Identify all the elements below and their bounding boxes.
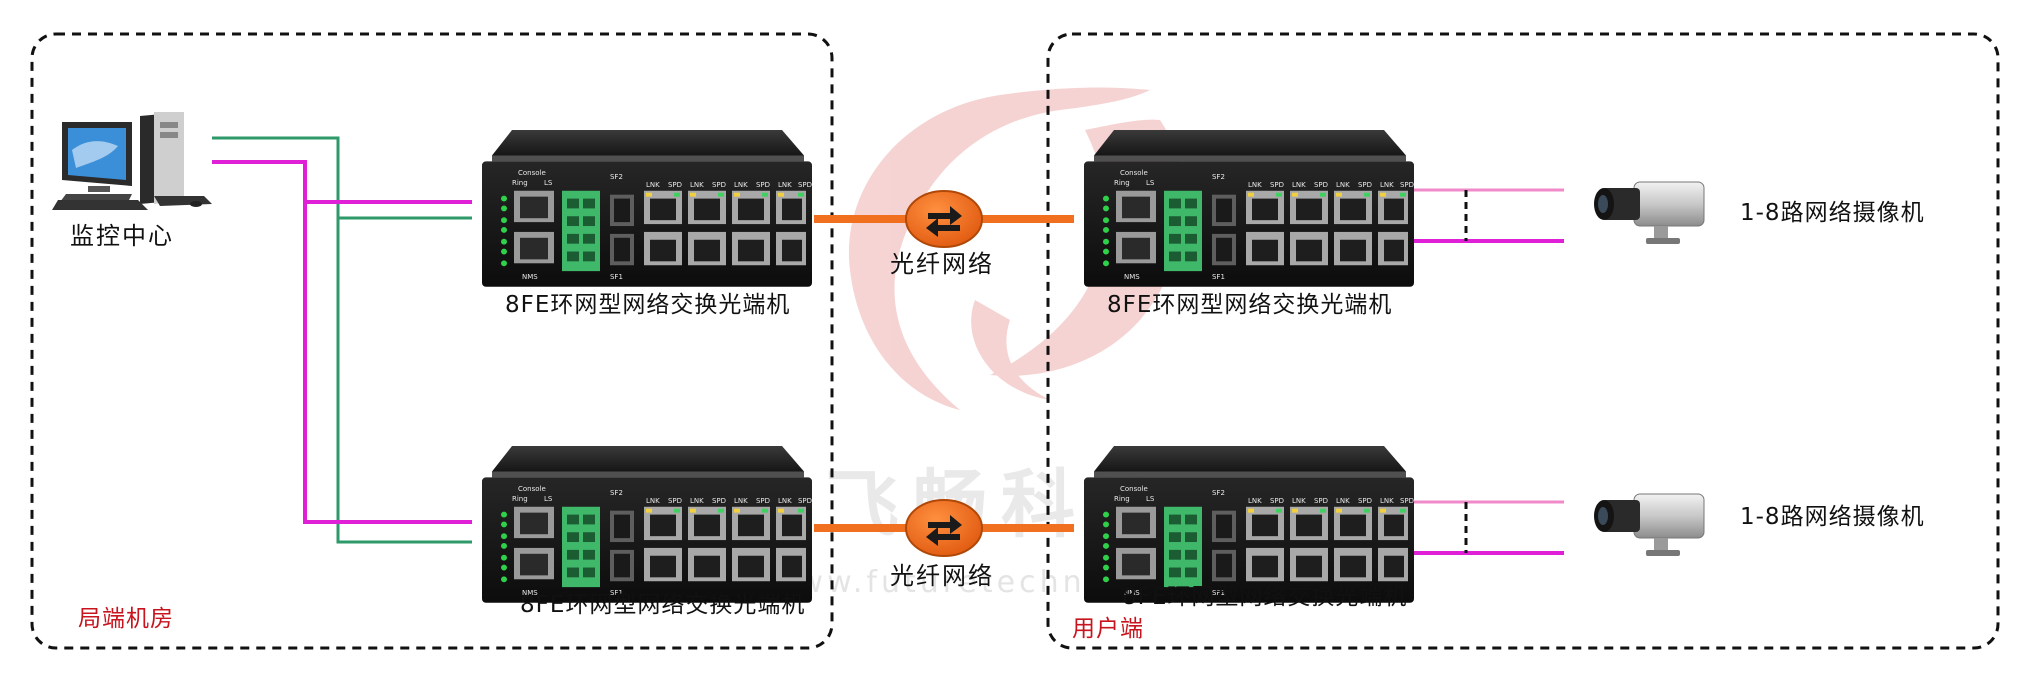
switch-device-local-top — [482, 130, 813, 287]
switch-label-local-top: 8FE环网型网络交换光端机 — [505, 292, 790, 318]
switch-label-user-top: 8FE环网型网络交换光端机 — [1107, 292, 1392, 318]
fiber-label-bottom: 光纤网络 — [890, 562, 994, 590]
green-ethernet-link — [212, 136, 472, 544]
monitor-center-label: 监控中心 — [70, 222, 174, 250]
fiber-link-bottom — [814, 499, 1074, 557]
zone-label-user: 用户端 — [1072, 616, 1144, 642]
fiber-label-top: 光纤网络 — [890, 250, 994, 278]
camera-label-bottom: 1-8路网络摄像机 — [1740, 504, 1925, 530]
fiber-link-top — [814, 190, 1074, 248]
zone-label-local: 局端机房 — [78, 606, 174, 632]
monitor-center-computer-icon — [52, 112, 212, 210]
camera-icon-bottom — [1593, 493, 1705, 557]
zone-box-local — [30, 32, 834, 650]
magenta-ethernet-link — [212, 160, 472, 524]
switch-label-user-bottom: 8FE环网型网络交换光端机 — [1122, 584, 1407, 610]
camera-link-top — [1414, 188, 1564, 243]
switch-label-local-bottom: 8FE环网型网络交换光端机 — [520, 592, 805, 618]
zone-box-user — [1046, 32, 2000, 650]
switch-device-local-bottom — [482, 446, 813, 603]
camera-icon-top — [1593, 181, 1705, 245]
switch-device-user-top — [1084, 130, 1415, 287]
camera-link-bottom — [1414, 500, 1564, 555]
camera-label-top: 1-8路网络摄像机 — [1740, 200, 1925, 226]
switch-device-user-bottom — [1084, 446, 1415, 603]
